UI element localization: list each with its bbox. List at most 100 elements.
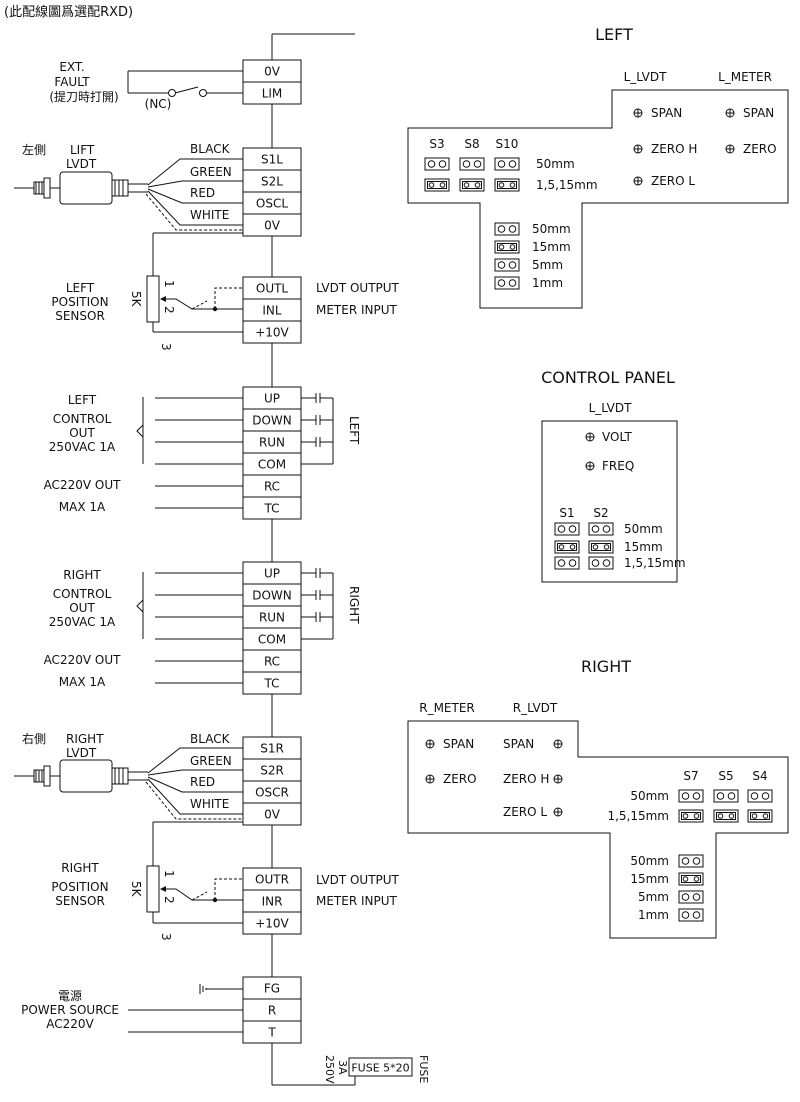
wire-red-label: RED [190,186,215,200]
zero-trim-icon [553,774,563,784]
ext-fault-label-3: (提刀時打開) [49,89,118,104]
range-1515mm-label: 1,5,15mm [607,809,669,823]
span-label: SPAN [651,106,682,120]
jumper-icon [588,556,614,570]
control-label-4: 250VAC 1A [49,615,116,629]
fuse-side-label: FUSE [417,1055,430,1083]
jumper-shunt-icon [494,240,520,254]
nc-label: (NC) [145,97,172,111]
lvdt-label-2: LVDT [66,746,97,760]
zero-trim-icon [633,144,643,154]
terminal-fg: FG [264,982,280,996]
jumper-icon [494,258,520,272]
position-sensor-label-1: LEFT [66,281,95,295]
span-label: SPAN [503,737,534,751]
power-group: FG R T 電源 POWER SOURCE AC220V FUSE 5*20 … [21,976,430,1084]
terminal-run: RUN [259,611,285,625]
span-trim-icon [633,108,643,118]
wire-red-label: RED [190,775,215,789]
jumper-15mm-label: 15mm [532,240,571,254]
pot-pin1: 1 [162,870,176,878]
jumper-5mm-label: 5mm [532,258,563,272]
terminal-s2r: S2R [260,764,284,778]
jumper-icon [494,157,520,171]
fuse-rating-1: 3A [336,1060,349,1075]
terminal-down: DOWN [252,589,292,603]
jumper-1mm-label: 1mm [638,908,669,922]
jumper-icon [554,556,580,570]
position-sensor-label-1: RIGHT [61,861,99,875]
pot-pin2: 2 [162,896,176,904]
zero-h-label: ZERO H [503,772,549,786]
jumper-shunt-icon [678,872,704,886]
ext-fault-label-1: EXT. [59,60,84,74]
lvdt-label-1: LIFT [70,143,95,157]
zero-label: ZERO [443,772,477,786]
terminal-p10v: +10V [255,917,289,931]
power-label-2: POWER SOURCE [21,1003,119,1017]
jumper-icon [713,789,739,803]
switch-s3-label: S3 [429,137,444,151]
volt-trim-icon [585,432,595,442]
jumper-shunt-icon [588,540,614,554]
terminal-lim: LIM [262,87,283,101]
terminal-outl: OUTL [256,282,289,296]
range-1515mm-label: 1,5,15mm [624,556,686,570]
jumper-icon [459,157,485,171]
lvdt-sensor-icon [14,171,148,205]
terminal-inr: INR [262,895,283,909]
range-1515mm-label: 1,5,15mm [536,178,598,192]
jumper-icon [494,276,520,290]
terminal-down: DOWN [252,414,292,428]
left-position-group: OUTL INL +10V 1 2 3 5K LEFT POSITION SEN… [51,232,400,351]
terminal-s2l: S2L [261,175,283,189]
jumper-5mm-label: 5mm [638,890,669,904]
span-trim-icon [553,739,563,749]
terminal-rc: RC [264,655,280,669]
range-50mm-label: 50mm [624,522,663,536]
position-sensor-label-2: POSITION [51,295,108,309]
jumper-shunt-icon [554,540,580,554]
switch-contact-icon [168,89,176,97]
wire-green-label: GREEN [190,165,232,179]
range-50mm-label: 50mm [536,157,575,171]
terminal-tc: TC [263,502,279,516]
left-control-group: UP DOWN RUN COM RC TC LEFT LEFT CONTROL … [44,386,361,520]
wire-black-label: BLACK [190,732,231,746]
right-panel: RIGHT R_METER R_LVDT SPAN SPAN ZERO ZERO… [407,657,789,939]
control-label-3: OUT [69,601,95,615]
wire-black-label: BLACK [190,142,231,156]
terminal-s1l: S1L [261,153,283,167]
terminal-s1r: S1R [260,742,284,756]
pot-pin2: 2 [162,306,176,314]
switch-s5-label: S5 [718,769,733,783]
wire-white-label: WHITE [190,797,229,811]
position-sensor-label-3: SENSOR [55,894,105,908]
terminal-up: UP [264,567,280,581]
right-panel-title: RIGHT [581,657,631,676]
switch-s1-label: S1 [559,506,574,520]
right-lvdt-group: S1R S2R OSCR 0V BLACK GREEN RED WHITE [14,731,302,826]
control-label-1: LEFT [68,393,97,407]
terminal-oscr: OSCR [255,786,289,800]
jumper-shunt-icon [747,809,773,823]
ac-out-label: AC220V OUT [44,653,122,667]
header-note: (此配線圖爲選配RXD) [4,4,133,20]
lvdt-label-1: RIGHT [66,732,104,746]
fuse-label: FUSE 5*20 [351,1062,409,1075]
range-50mm-label: 50mm [630,789,669,803]
volt-label: VOLT [602,430,632,444]
pot-pin3: 3 [159,933,173,941]
control-panel-title: CONTROL PANEL [541,368,675,387]
lvdt-output-label: LVDT OUTPUT [316,873,400,887]
jumper-shunt-icon [678,809,704,823]
switch-s4-label: S4 [752,769,767,783]
span-trim-icon [725,108,735,118]
pot-pin3: 3 [159,343,173,351]
jumper-icon [588,522,614,536]
jumper-icon [424,157,450,171]
terminal-com: COM [258,458,286,472]
lvdt-output-label: LVDT OUTPUT [316,281,400,295]
right-position-group: OUTR INR +10V 1 2 3 5K RIGHT POSITION SE… [51,821,400,941]
